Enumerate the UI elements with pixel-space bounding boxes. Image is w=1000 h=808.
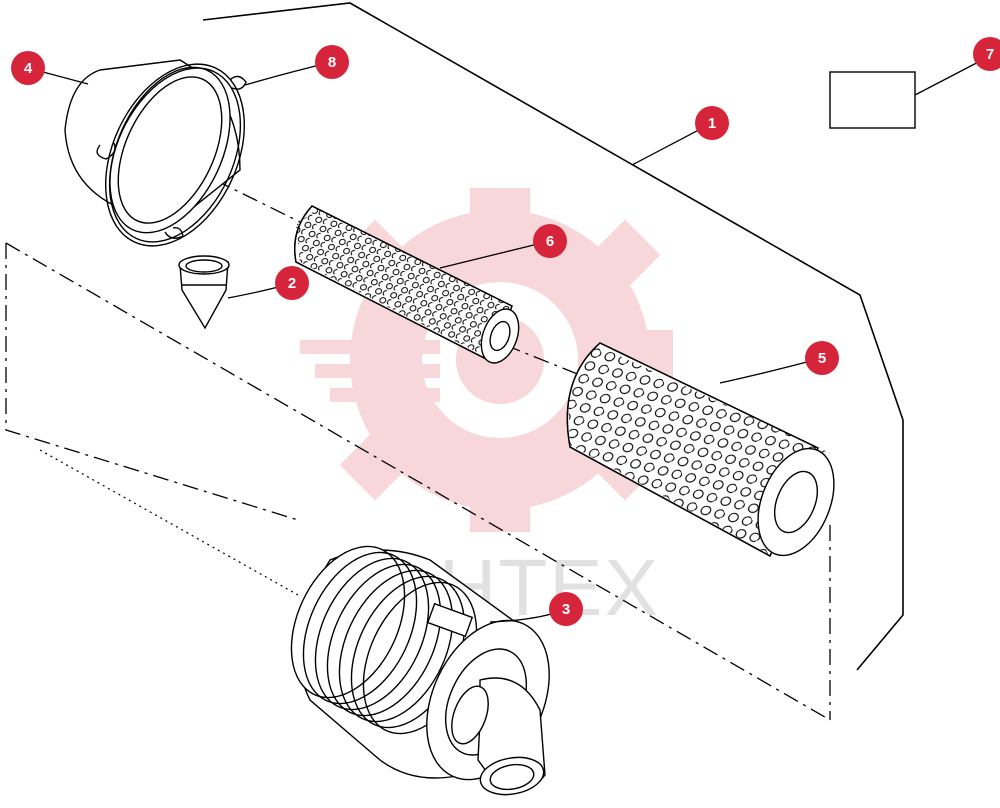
part-7-label-decal: [829, 71, 916, 129]
callout-5: 5: [805, 341, 839, 375]
callout-number-1: 1: [708, 115, 716, 132]
callout-number-4: 4: [24, 60, 33, 77]
callout-badge-7: [973, 37, 1000, 71]
callout-number-6: 6: [546, 233, 554, 250]
callout-badge-2: [275, 266, 309, 300]
callout-badge-3: [549, 592, 583, 626]
callout-number-3: 3: [562, 601, 570, 618]
kit-bracket-line: [202, 2, 904, 671]
callout-4: 4: [11, 51, 45, 85]
callout-7: 7: [973, 37, 1000, 71]
callout-1: 1: [695, 106, 729, 140]
assembly-path-lines: [5, 179, 831, 721]
callout-8: 8: [315, 45, 349, 79]
assembly-path-dotted: [39, 449, 299, 596]
part-5-main-filter: [566, 342, 835, 557]
callout-6: 6: [533, 224, 567, 258]
callout-badge-8: [315, 45, 349, 79]
part-2-cone-valve: [178, 255, 230, 330]
part-4-outlet-hood: [64, 59, 247, 247]
callout-number-5: 5: [818, 350, 826, 367]
callout-badge-5: [805, 341, 839, 375]
callout-2: 2: [275, 266, 309, 300]
callout-badge-4: [11, 51, 45, 85]
callout-number-7: 7: [986, 46, 994, 63]
callout-badge-6: [533, 224, 567, 258]
part-3-filter-housing: [290, 545, 550, 796]
callout-3: 3: [549, 592, 583, 626]
callout-number-2: 2: [288, 275, 296, 292]
callout-badge-1: [695, 106, 729, 140]
callout-number-8: 8: [328, 54, 336, 71]
